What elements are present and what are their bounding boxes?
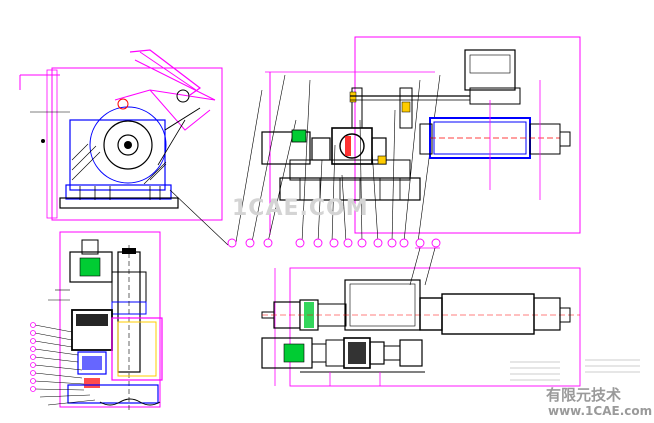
- callout-balloons-front: [227, 238, 441, 248]
- front-elevation-view: [235, 36, 581, 243]
- plan-view: [261, 247, 640, 387]
- side-elevation-view: [19, 49, 229, 246]
- watermark-brand-url: www.1CAE.com: [548, 404, 653, 418]
- watermark-center: 1CAE.COM: [232, 196, 369, 221]
- watermark-brand-cn: 有限元技术: [546, 386, 622, 404]
- end-view: [30, 231, 163, 410]
